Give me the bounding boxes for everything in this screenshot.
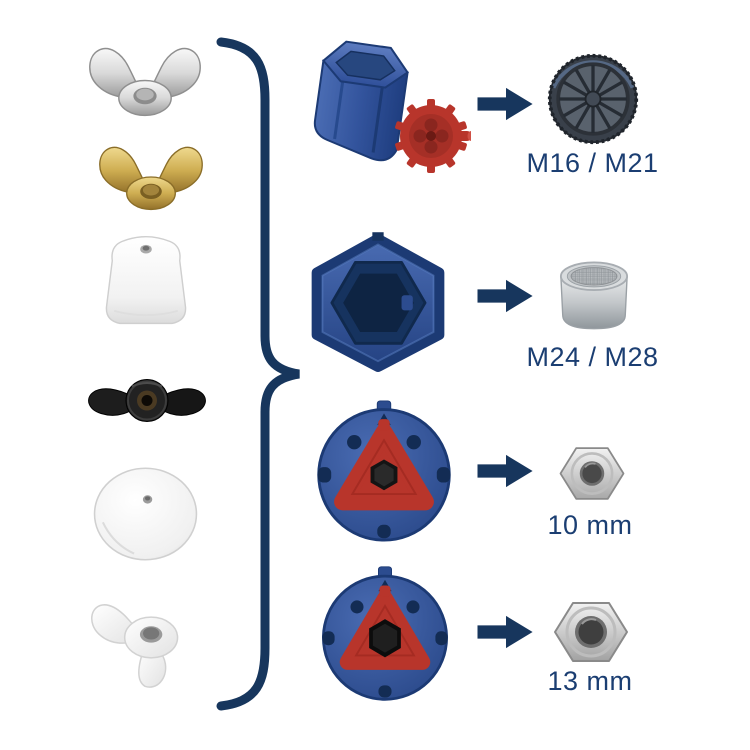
aerator-dark-cache-icon	[547, 53, 639, 145]
hex-key-with-red-gear-adapter-icon	[313, 40, 471, 173]
tool-disc-triangle-large-image	[315, 563, 455, 705]
brass-wing-nut-icon	[99, 146, 203, 211]
curly-brace-icon	[216, 37, 300, 711]
hex-nut-13mm-image	[551, 596, 631, 668]
size-label-m16-m21: M16 / M21	[526, 148, 659, 178]
size-label-m24-m28: M24 / M28	[526, 342, 659, 372]
aerator-chrome-image	[548, 246, 640, 336]
arrow-right-icon-1	[477, 85, 535, 123]
disc-tool-red-triangle-icon	[317, 400, 451, 542]
white-faucet-knob-icon	[105, 235, 187, 325]
arrow-right-icon-4	[477, 613, 535, 651]
hex-nut-13mm-icon	[554, 602, 628, 662]
white-round-knob-icon	[93, 467, 198, 561]
arrow-right-icon-3	[477, 452, 535, 490]
chrome-wing-nut-icon	[89, 47, 201, 117]
size-label-13mm: 13 mm	[547, 666, 633, 696]
hex-nut-10mm-image	[557, 442, 627, 505]
tool-hex-key-gear-image	[293, 28, 471, 180]
arrow-right-icon-2	[477, 277, 535, 315]
brass-wing-nut-image	[92, 132, 210, 222]
white-faucet-knob-image	[92, 228, 200, 334]
tool-disc-triangle-small-image	[312, 398, 456, 544]
curly-brace	[205, 36, 305, 712]
aerator-chrome-mesh-icon	[559, 261, 629, 330]
aerator-dark-image	[546, 52, 640, 146]
white-wing-knob-image	[82, 582, 204, 694]
white-round-knob-image	[88, 462, 203, 566]
black-wing-knob-icon	[88, 379, 206, 422]
disc-tool-red-triangle-large-icon	[322, 566, 448, 701]
white-wing-knob-icon	[91, 604, 179, 688]
hex-socket-opening-icon	[311, 232, 445, 372]
tool-hex-socket-image	[298, 226, 458, 374]
size-label-10mm: 10 mm	[547, 510, 633, 540]
chrome-wing-nut-image	[80, 32, 210, 129]
black-wing-knob-image	[82, 352, 212, 448]
hex-nut-10mm-icon	[559, 447, 625, 500]
